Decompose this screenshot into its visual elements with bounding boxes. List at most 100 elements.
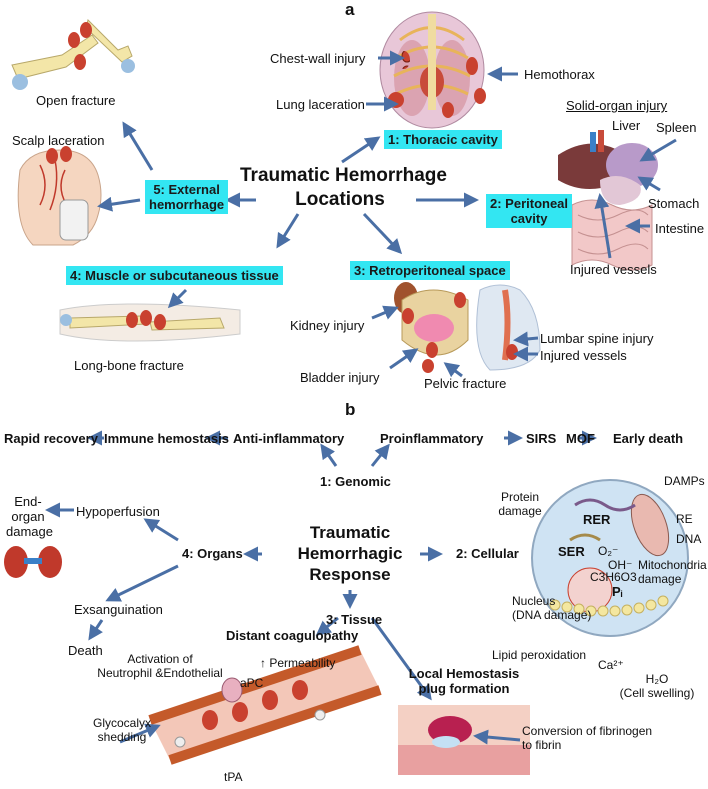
label-glycocalyx-line1: Glycocalyx [92, 716, 151, 730]
label-lipid-peroxidation: Lipid peroxidation [492, 648, 587, 662]
node-early-death: Early death [613, 431, 684, 446]
label-ser: SER [558, 544, 585, 559]
label-pelvic-fracture: Pelvic fracture [424, 376, 507, 391]
label-local-line2: plug formation [418, 681, 510, 696]
label-end-organ-line2: organ [11, 509, 45, 524]
node-tissue: 3: Tissue [326, 612, 383, 627]
spine-illustration [476, 284, 541, 371]
label-long-bone-fracture: Long-bone fracture [74, 358, 184, 373]
cell-illustration [531, 479, 689, 637]
label-swelling: (Cell swelling) [619, 686, 695, 700]
label-protein-damage: Protein damage [492, 490, 548, 518]
label-pi: Pᵢ [612, 584, 623, 599]
label-kidney-injury: Kidney injury [290, 318, 365, 333]
label-dna: DNA [676, 532, 702, 546]
panel-a-title-line2: Locations [295, 189, 385, 210]
label-mitochondria-damage: Mitochondria damage [638, 558, 707, 586]
node-proinflammatory: Proinflammatory [380, 431, 484, 446]
site-external-line1: 5: External [153, 182, 220, 197]
label-stomach: Stomach [648, 196, 700, 211]
label-glycocalyx-line2: shedding [97, 730, 147, 744]
node-mof: MOF [566, 431, 595, 446]
label-end-organ-damage: End- organ damage [6, 494, 53, 539]
node-immune-hemostasis: Immune hemostasis [104, 431, 229, 446]
label-chest-wall-injury: Chest-wall injury [270, 51, 366, 66]
label-oh: OH⁻ [608, 558, 633, 572]
label-spleen: Spleen [656, 120, 697, 135]
label-injured-vessels-abdomen: Injured vessels [570, 262, 657, 277]
label-liver: Liver [612, 118, 641, 133]
panel-b-title-line3: Response [309, 565, 391, 584]
kidneys-illustration [4, 546, 62, 578]
head-illustration [17, 146, 102, 246]
site-external-line2: hemorrhage [149, 197, 225, 212]
label-re: RE [676, 512, 693, 526]
label-nucleus-line1: Nucleus [512, 594, 556, 608]
label-damps: DAMPs [664, 474, 705, 488]
label-injured-vessels-retro: Injured vessels [540, 348, 627, 363]
label-conversion: Conversion of fibrinogen to fibrin [522, 724, 652, 752]
site-retroperitoneal-space: 3: Retroperitoneal space [350, 261, 510, 280]
label-distant-coagulopathy: Distant coagulopathy [226, 628, 359, 643]
label-end-organ-line1: End- [14, 494, 42, 509]
label-nucleus-line2: (DNA damage) [512, 608, 592, 622]
node-organs: 4: Organs [182, 546, 243, 561]
label-calcium: Ca²⁺ [598, 658, 624, 672]
label-intestine: Intestine [655, 221, 705, 236]
label-nucleus: Nucleus (DNA damage) [512, 594, 591, 622]
label-solid-organ-injury: Solid-organ injury [566, 98, 668, 113]
panel-letter-a: a [345, 0, 355, 19]
abdomen-illustration [558, 130, 658, 271]
label-end-organ-line3: damage [6, 524, 53, 539]
label-permeability: ↑ Permeability [260, 656, 336, 670]
label-death: Death [68, 643, 103, 658]
label-apc: aPC [240, 676, 264, 690]
label-cell-swelling: H₂O (Cell swelling) [612, 672, 702, 700]
label-hypoperfusion: Hypoperfusion [76, 504, 160, 519]
panel-b-arrows [45, 430, 597, 745]
label-open-fracture: Open fracture [36, 93, 116, 108]
label-rer: RER [583, 512, 611, 527]
label-activation-line2: Neutrophil &Endothelial [97, 666, 223, 680]
label-local-line1: Local Hemostasis [408, 666, 520, 681]
pelvis-illustration [394, 282, 469, 373]
panel-b-title-line2: Hemorrhagic [297, 544, 403, 563]
label-glycocalyx-shedding: Glycocalyx shedding [90, 716, 154, 744]
node-sirs: SIRS [526, 431, 557, 446]
label-activation-line1: Activation of [127, 652, 193, 666]
site-peritoneal-line1: 2: Peritoneal [490, 196, 569, 211]
panel-a-arrows [97, 50, 677, 378]
label-bladder-injury: Bladder injury [300, 370, 380, 385]
site-peritoneal-cavity: 2: Peritoneal cavity [486, 194, 573, 228]
label-hemothorax: Hemothorax [524, 67, 595, 82]
label-protein-line1: Protein [500, 490, 540, 504]
long-bone-illustration [59, 303, 241, 342]
site-thoracic-cavity: 1: Thoracic cavity [384, 130, 502, 149]
label-local-hemostasis: Local Hemostasis plug formation [398, 666, 530, 696]
panel-b-title-line1: Traumatic [309, 523, 391, 542]
label-tpa: tPA [224, 770, 243, 784]
open-fracture-illustration [11, 19, 135, 90]
panel-letter-b: b [345, 400, 356, 419]
node-anti-inflammatory: Anti-inflammatory [233, 431, 345, 446]
panel-a-title-line1: Traumatic Hemorrhage [240, 165, 447, 186]
label-protein-line2: damage [498, 504, 542, 518]
label-h2o: H₂O [645, 672, 669, 686]
label-mito-line1: Mitochondria [638, 558, 707, 572]
label-lumbar-spine-injury: Lumbar spine injury [540, 331, 654, 346]
label-conversion-line2: to fibrin [522, 738, 562, 752]
label-scalp-laceration: Scalp laceration [12, 133, 105, 148]
site-peritoneal-line2: cavity [510, 211, 548, 226]
node-rapid-recovery: Rapid recovery [4, 431, 98, 446]
label-exsanguination: Exsanguination [74, 602, 163, 617]
blood-vessel-illustration [148, 645, 382, 765]
panel-b-title: Traumatic Hemorrhagic Response [270, 522, 430, 585]
label-o2: O₂⁻ [598, 544, 619, 558]
label-lactate: C3H6O3 [590, 570, 637, 584]
label-mito-line2: damage [638, 572, 682, 586]
thorax-illustration [379, 11, 486, 129]
site-external-hemorrhage: 5: External hemorrhage [145, 180, 229, 214]
label-conversion-line1: Conversion of fibrinogen [522, 724, 653, 738]
site-muscle-subcutaneous: 4: Muscle or subcutaneous tissue [66, 266, 283, 285]
